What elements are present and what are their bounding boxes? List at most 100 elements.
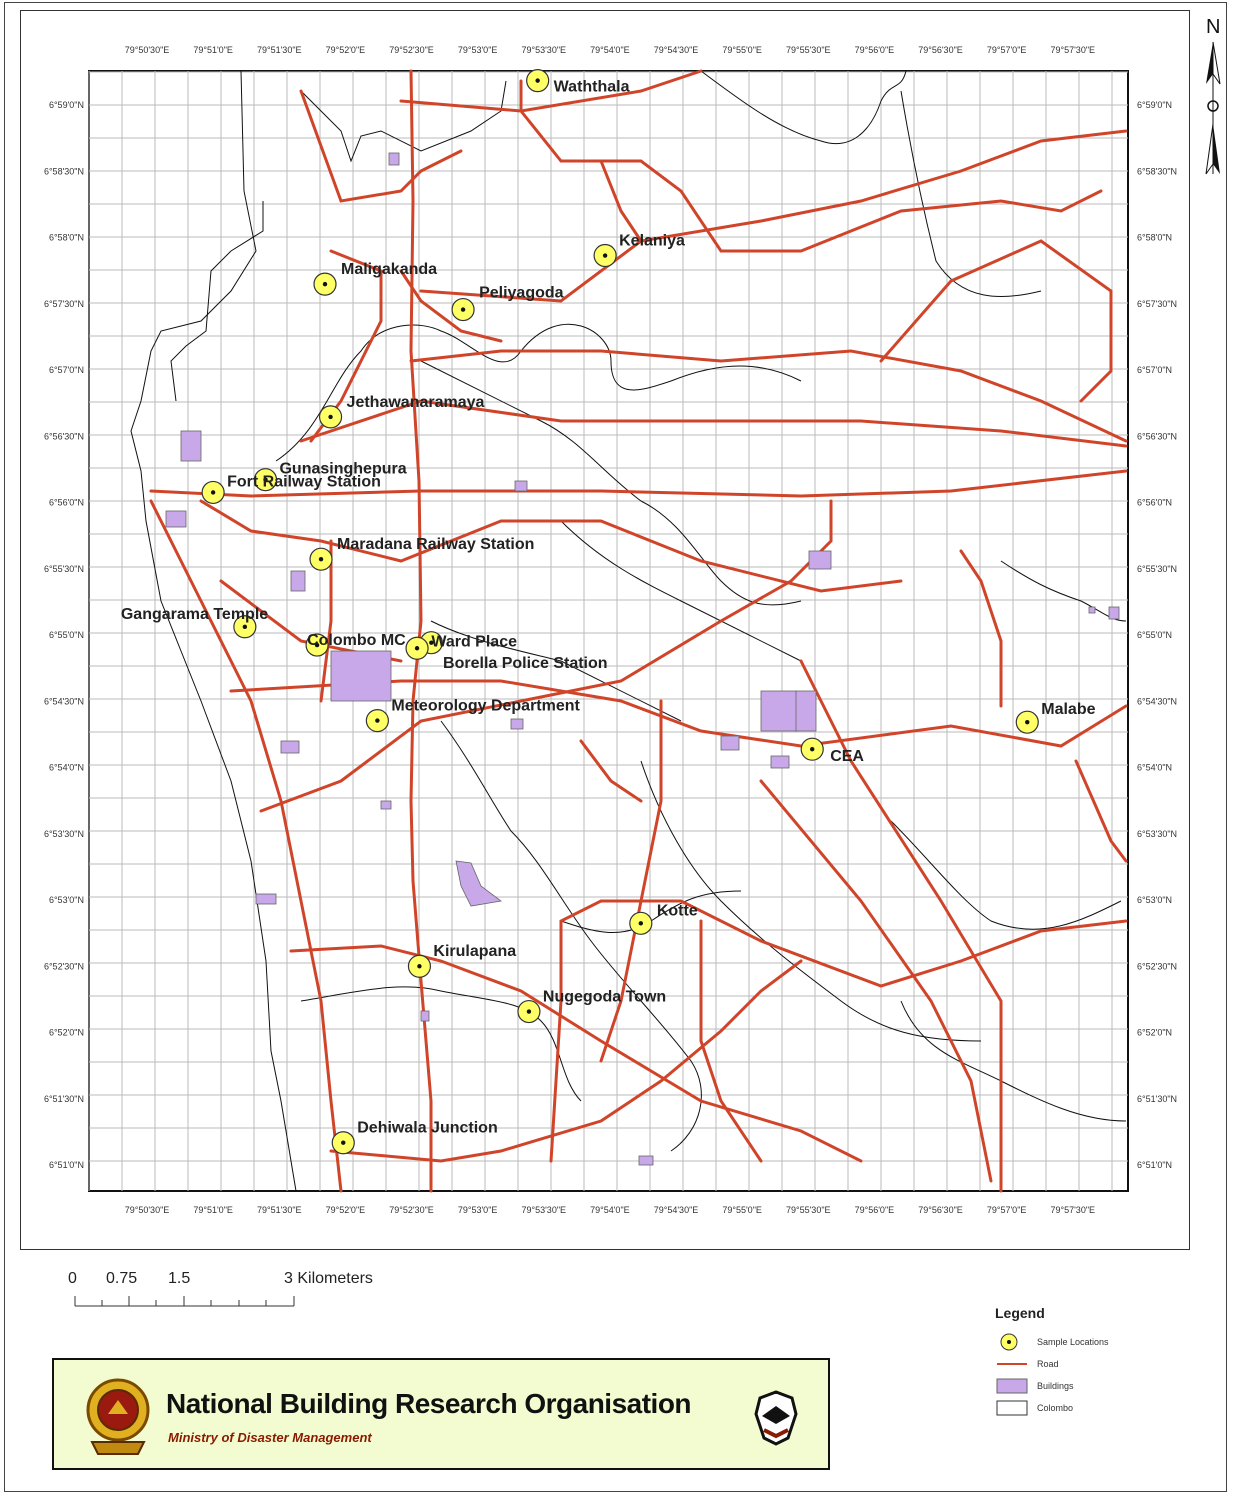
boundary-south-1 (300, 986, 582, 1102)
sample-location-marker[interactable] (1015, 710, 1039, 734)
legend-item-sample-locations: Sample Locations (995, 1331, 1195, 1353)
road (229, 679, 1128, 748)
lat-tick-label-right: 6°59'0"N (1137, 100, 1172, 110)
lat-tick-label-left: 6°54'30"N (44, 696, 84, 706)
sample-location-marker[interactable] (526, 69, 550, 93)
yellow-circle-dot-icon (1000, 1333, 1018, 1351)
lon-tick-label-bottom: 79°56'30"E (918, 1205, 963, 1215)
legend-label-road: Road (1037, 1359, 1059, 1369)
sample-location-marker[interactable] (405, 636, 429, 660)
sample-location-label: Borella Police Station (443, 655, 607, 672)
lat-tick-label-right: 6°52'30"N (1137, 961, 1177, 971)
road (299, 399, 1128, 448)
sample-location-marker[interactable] (365, 708, 389, 733)
building (510, 718, 524, 730)
north-arrow-icon (1205, 41, 1221, 175)
sample-location-marker[interactable] (517, 999, 541, 1024)
lon-tick-label-bottom: 79°53'30"E (521, 1205, 566, 1215)
coastline (130, 70, 297, 1192)
sample-location-marker[interactable] (318, 405, 343, 429)
lon-tick-label-bottom: 79°51'0"E (193, 1205, 233, 1215)
lat-tick-label-right: 6°58'0"N (1137, 233, 1172, 243)
building (180, 430, 202, 462)
lat-tick-label-right: 6°55'30"N (1137, 564, 1177, 574)
lon-tick-label-bottom: 79°53'0"E (458, 1205, 498, 1215)
road (409, 69, 433, 1193)
lat-tick-label-right: 6°53'30"N (1137, 829, 1177, 839)
harbour-outline (170, 201, 264, 402)
building (514, 480, 528, 492)
lat-tick-label-left: 6°55'0"N (49, 630, 84, 640)
lon-tick-label-bottom: 79°57'0"E (987, 1205, 1027, 1215)
organisation-banner: National Building Research Organisation … (52, 1358, 830, 1470)
building (290, 570, 306, 592)
road (599, 699, 663, 1063)
boundary-northeast (700, 70, 907, 145)
building (455, 860, 502, 907)
sample-location-marker[interactable] (313, 272, 337, 296)
boundary-north (300, 80, 507, 163)
sample-location-marker[interactable] (407, 954, 432, 978)
sample-location-label: Nugegoda Town (543, 989, 666, 1006)
sample-location-marker[interactable] (593, 243, 617, 268)
building (280, 740, 300, 754)
legend-item-buildings: Buildings (995, 1375, 1195, 1397)
sample-location-marker[interactable] (309, 547, 333, 571)
lat-tick-label-left: 6°56'0"N (49, 498, 84, 508)
lon-tick-label-top: 79°52'0"E (326, 45, 366, 55)
lon-tick-label-top: 79°51'0"E (193, 45, 233, 55)
lon-tick-label-bottom: 79°52'0"E (326, 1205, 366, 1215)
sample-location-marker[interactable] (305, 633, 329, 657)
building (1088, 606, 1096, 614)
page-frame (4, 2, 1227, 1492)
sample-location-marker[interactable] (233, 615, 257, 639)
lat-tick-label-right: 6°58'30"N (1137, 166, 1177, 176)
sample-location-marker[interactable] (253, 468, 278, 492)
road (319, 539, 333, 703)
sample-location-label: Kirulapana (433, 943, 516, 960)
road (519, 79, 1103, 253)
scale-label-3-km: 3 Kilometers (284, 1270, 373, 1287)
sample-location-marker[interactable] (451, 297, 475, 322)
sample-location-marker[interactable] (800, 737, 824, 761)
north-label: N (1206, 16, 1221, 38)
scale-label-0-75: 0.75 (106, 1270, 138, 1287)
road (199, 499, 903, 593)
building (770, 755, 790, 769)
red-line-icon (997, 1363, 1027, 1365)
road (329, 959, 803, 1163)
sample-location-marker[interactable] (331, 1131, 355, 1155)
lon-tick-label-top: 79°53'30"E (521, 45, 566, 55)
sample-location-marker[interactable] (201, 480, 225, 505)
building (808, 550, 832, 570)
lavender-box-icon (996, 1378, 1028, 1394)
building (638, 1155, 654, 1166)
lat-tick-label-left: 6°54'0"N (49, 763, 84, 773)
building (380, 800, 392, 810)
sample-location-label: Kotte (657, 902, 698, 919)
lat-tick-label-right: 6°57'30"N (1137, 299, 1177, 309)
boundary-east-2 (890, 820, 1122, 930)
sample-location-label: Maradana Railway Station (337, 536, 534, 553)
lat-tick-label-right: 6°51'30"N (1137, 1094, 1177, 1104)
lon-tick-label-top: 79°50'30"E (125, 45, 170, 55)
lon-tick-label-top: 79°51'30"E (257, 45, 302, 55)
lon-tick-label-bottom: 79°51'30"E (257, 1205, 302, 1215)
lat-tick-label-left: 6°58'30"N (44, 166, 84, 176)
legend-label-buildings: Buildings (1037, 1381, 1074, 1391)
road (879, 239, 1113, 403)
sample-location-label: Gangarama Temple (121, 606, 268, 623)
sample-location-marker[interactable] (629, 911, 653, 935)
road (299, 89, 463, 203)
lon-tick-label-top: 79°56'30"E (918, 45, 963, 55)
building (330, 650, 392, 702)
legend-item-road: Road (995, 1353, 1195, 1375)
boundary-inland-3 (440, 720, 702, 1152)
sample-locations: WaththalaKelaniyaMaligakandaPeliyagodaJe… (121, 69, 1096, 1155)
legend-item-colombo: Colombo (995, 1397, 1195, 1419)
lon-tick-label-top: 79°54'30"E (654, 45, 699, 55)
lat-tick-label-left: 6°55'30"N (44, 564, 84, 574)
legend-label-colombo: Colombo (1037, 1403, 1074, 1413)
road (409, 349, 1128, 443)
map-canvas[interactable]: 79°50'30"E79°50'30"E79°51'0"E79°51'0"E79… (21, 11, 1189, 1249)
